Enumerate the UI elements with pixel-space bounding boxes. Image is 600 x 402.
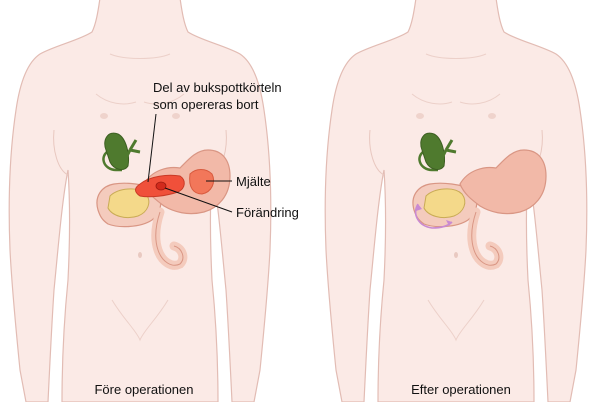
- panel-before: Del av bukspottkörteln som opereras bort…: [9, 0, 299, 402]
- panel-after: Efter operationen: [325, 0, 587, 402]
- spleen-shape: [190, 170, 214, 195]
- label-lesion: Förändring: [236, 205, 299, 220]
- lesion-shape: [156, 182, 166, 190]
- label-spleen: Mjälte: [236, 174, 271, 189]
- label-pancreas-part-line2: som opereras bort: [153, 97, 259, 112]
- caption-before: Före operationen: [94, 382, 193, 397]
- label-pancreas-part-line1: Del av bukspottkörteln: [153, 80, 282, 95]
- caption-after: Efter operationen: [411, 382, 511, 397]
